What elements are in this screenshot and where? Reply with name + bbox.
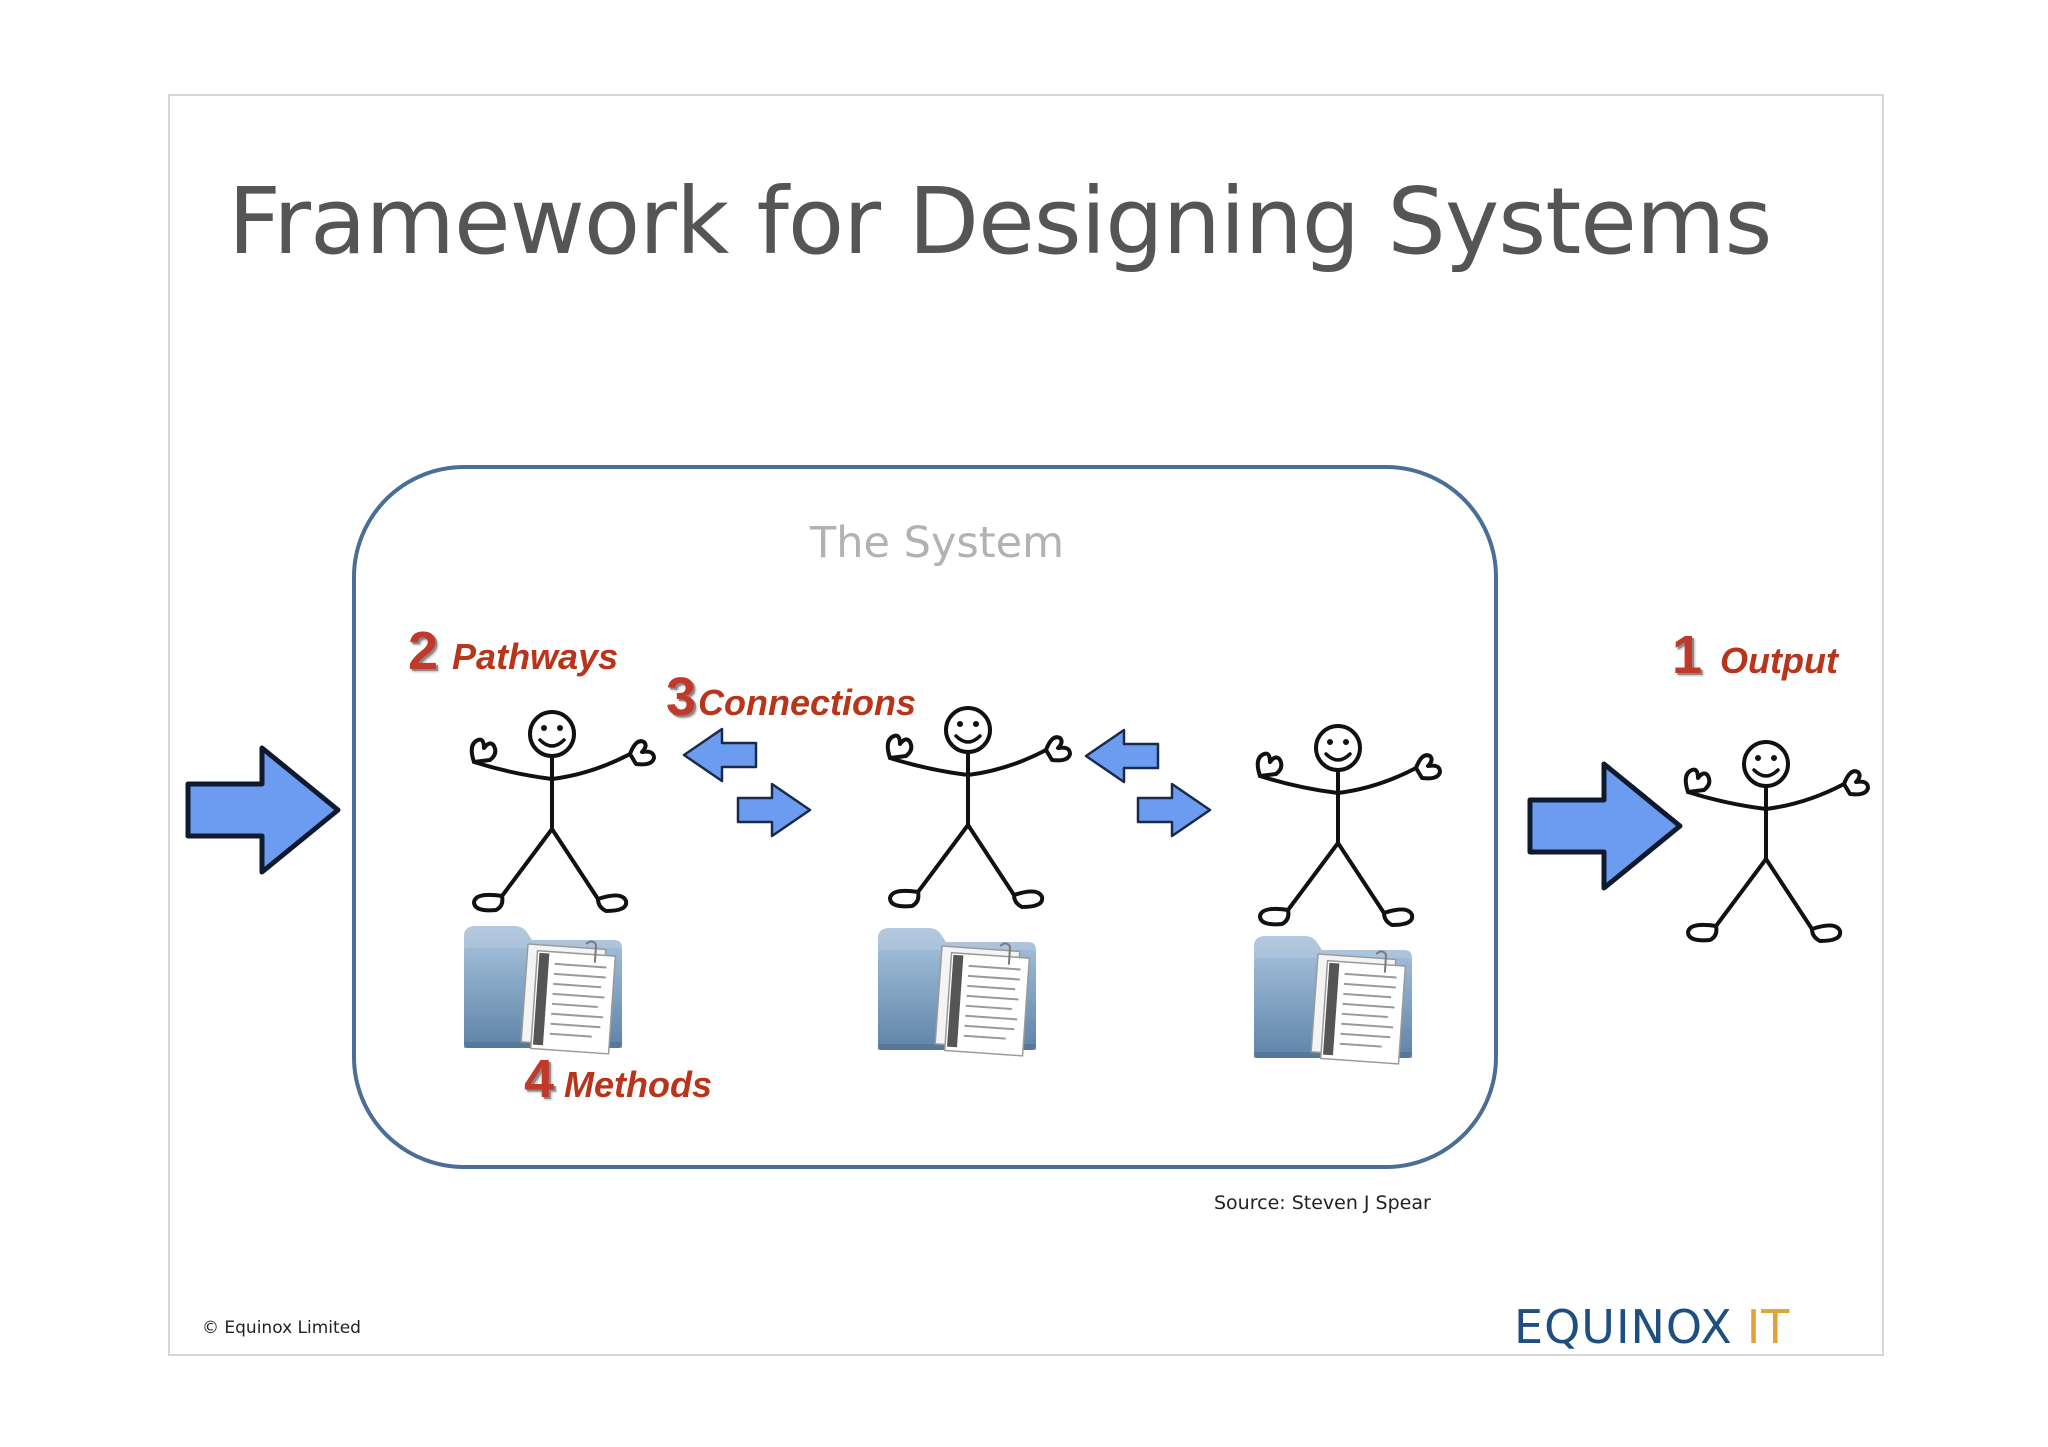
logo-suffix: IT	[1746, 1300, 1791, 1354]
callout-connections: 3 Connections	[666, 666, 916, 728]
callout-pathways: 2 Pathways	[408, 620, 618, 682]
callout-label: Pathways	[452, 636, 619, 677]
stick-figure-icon	[1683, 740, 1870, 943]
document-folder-icon	[463, 925, 623, 1055]
callout-output: 1 Output	[1672, 624, 1838, 686]
system-boundary	[352, 465, 1498, 1169]
callout-label: Methods	[564, 1064, 713, 1105]
source-citation: Source: Steven J Spear	[1214, 1192, 1431, 1214]
input-arrow-icon	[188, 748, 338, 872]
callout-number: 2	[408, 621, 439, 681]
system-label: The System	[810, 518, 1064, 568]
callout-label: Connections	[698, 682, 917, 723]
callout-number: 3	[666, 667, 697, 727]
page-title: Framework for Designing Systems	[228, 168, 1772, 275]
callout-number: 4	[524, 1049, 555, 1109]
output-arrow-icon	[1530, 764, 1680, 888]
logo-brand: EQUINOX	[1514, 1300, 1733, 1354]
equinox-logo: EQUINOX IT	[1514, 1300, 1790, 1354]
callout-number: 1	[1672, 625, 1703, 685]
callout-methods: 4 Methods	[524, 1048, 712, 1110]
document-folder-icon	[1253, 935, 1413, 1065]
document-folder-icon	[877, 927, 1037, 1057]
callout-label: Output	[1720, 640, 1838, 681]
copyright-notice: © Equinox Limited	[202, 1318, 361, 1338]
